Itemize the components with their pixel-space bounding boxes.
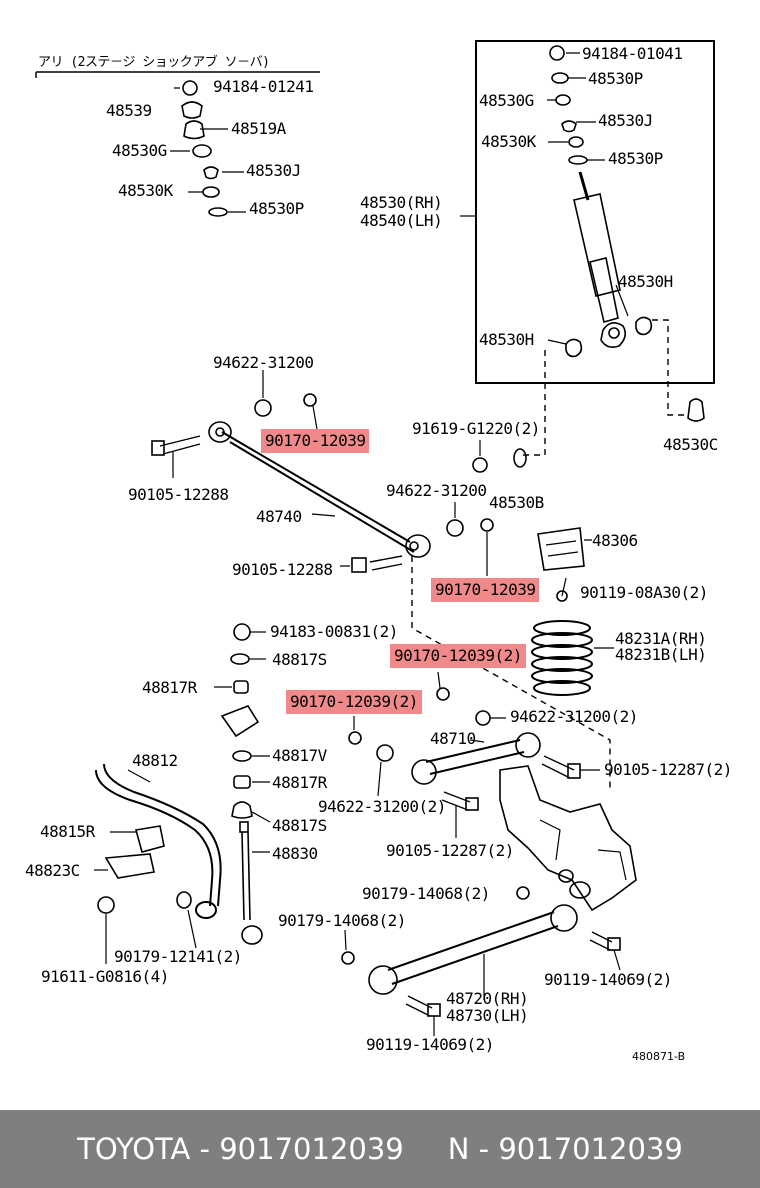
footer-bar: TOYOTA - 9017012039 N - 9017012039: [0, 1110, 760, 1188]
part-90105-12288-b: 90105-12288: [232, 560, 333, 579]
part-94622-31200-c: 94622-31200(2): [510, 707, 638, 726]
part-94184-01241: 94184-01241: [213, 77, 314, 96]
shock-absorber-icon: [565, 171, 653, 358]
bushing-48815r-icon: [134, 825, 165, 853]
stabilizer-bar-icon: [95, 763, 222, 919]
bump-stop-icon: [537, 527, 585, 571]
axle-bracket-icon: [499, 765, 637, 912]
option-bracket: [35, 71, 320, 78]
part-48231b-lh: 48231B(LH): [615, 645, 707, 664]
part-94622-31200-a: 94622-31200: [213, 353, 314, 372]
part-94622-31200-b: 94622-31200: [386, 481, 487, 500]
option-note: アリ (2ステ－ジ ショックアブ ソ－バ): [38, 55, 270, 70]
part-48530h-left: 48530H: [479, 330, 534, 349]
part-90179-12141: 90179-12141(2): [114, 947, 242, 966]
part-48540-lh: 48540(LH): [360, 211, 443, 230]
bracket-48823c-icon: [104, 853, 155, 879]
part-48830: 48830: [272, 844, 318, 863]
part-48815r: 48815R: [40, 822, 95, 841]
bushing-48530j-icon: [203, 166, 219, 180]
part-90119-14069-b: 90119-14069(2): [366, 1035, 494, 1054]
washer-48530p-icon: [208, 207, 228, 217]
bushing-48530k-icon: [202, 186, 220, 198]
part-48231a-rh: 48231A(RH): [615, 629, 707, 648]
footer-n-part: N - 9017012039: [447, 1132, 683, 1166]
part-90170-12039-highlight-a: 90170-12039: [261, 429, 370, 453]
bushing-48530b-icon: [513, 448, 527, 468]
bushing-48519a-icon: [183, 120, 205, 140]
part-48530-rh: 48530(RH): [360, 193, 443, 212]
lower-arm-48720-icon: [368, 904, 578, 995]
diagram-drawing: [35, 40, 715, 1036]
part-48530k: 48530K: [118, 181, 173, 200]
part-48823c: 48823C: [25, 861, 80, 880]
stabilizer-link-icon: [239, 821, 263, 945]
part-91619-g1220: 91619-G1220(2): [412, 419, 540, 438]
footer-brand-part: TOYOTA - 9017012039: [77, 1132, 404, 1166]
bushing-48530g-icon: [192, 144, 212, 158]
part-48740: 48740: [256, 507, 302, 526]
part-94184-01041: 94184-01041: [582, 44, 683, 63]
bushing-48530c-icon: [687, 398, 705, 422]
part-48817s-b: 48817S: [272, 816, 327, 835]
part-90105-12287-a: 90105-12287(2): [604, 760, 732, 779]
part-48530p-top: 48530P: [588, 69, 643, 88]
bracket-icon: [220, 705, 260, 738]
coil-spring-icon: [531, 620, 593, 696]
part-90170-12039-highlight-b: 90170-12039: [431, 578, 540, 602]
bushing-48539-icon: [181, 101, 203, 119]
parts-diagram: アリ (2ステ－ジ ショックアブ ソ－バ) 94184-01241 48539 …: [25, 40, 732, 1063]
part-90170-12039-highlight-c: 90170-12039(2): [390, 644, 526, 668]
diagram-code: 480871-B: [632, 1050, 686, 1063]
part-48530k-box: 48530K: [481, 132, 536, 151]
part-48530g-box: 48530G: [479, 91, 534, 110]
part-48817r-b: 48817R: [272, 773, 327, 792]
part-48530j: 48530J: [246, 161, 301, 180]
part-90179-14068-b: 90179-14068(2): [278, 911, 406, 930]
part-48530j-box: 48530J: [598, 111, 653, 130]
part-48720-rh: 48720(RH): [446, 989, 529, 1008]
part-48530b: 48530B: [489, 493, 544, 512]
part-48306: 48306: [592, 531, 638, 550]
part-48530g: 48530G: [112, 141, 167, 160]
part-90170-12039-highlight-d: 90170-12039(2): [286, 690, 422, 714]
part-90105-12287-b: 90105-12287(2): [386, 841, 514, 860]
part-90119-08a30: 90119-08A30(2): [580, 583, 708, 602]
part-48530h-right: 48530H: [618, 272, 673, 291]
part-48519a: 48519A: [231, 119, 286, 138]
part-48710: 48710: [430, 729, 476, 748]
part-90179-14068-a: 90179-14068(2): [362, 884, 490, 903]
part-48817v: 48817V: [272, 746, 327, 765]
lateral-rod-48710-icon: [411, 732, 541, 785]
part-48730-lh: 48730(LH): [446, 1006, 529, 1025]
upper-arm-48740-icon: [208, 421, 431, 558]
part-90119-14069-a: 90119-14069(2): [544, 970, 672, 989]
part-48530p: 48530P: [249, 199, 304, 218]
part-48539: 48539: [106, 101, 152, 120]
part-48817r-a: 48817R: [142, 678, 197, 697]
part-94622-31200-d: 94622-31200(2): [318, 797, 446, 816]
part-94183-00831: 94183-00831(2): [270, 622, 398, 641]
part-48530p-box: 48530P: [608, 149, 663, 168]
n-symbol-icon: [182, 80, 198, 96]
shock-absorber-box: [475, 40, 715, 384]
part-48812: 48812: [132, 751, 178, 770]
part-48817s-a: 48817S: [272, 650, 327, 669]
part-90105-12288-a: 90105-12288: [128, 485, 229, 504]
part-48530c: 48530C: [663, 435, 718, 454]
part-91611-g0816: 91611-G0816(4): [41, 967, 169, 986]
